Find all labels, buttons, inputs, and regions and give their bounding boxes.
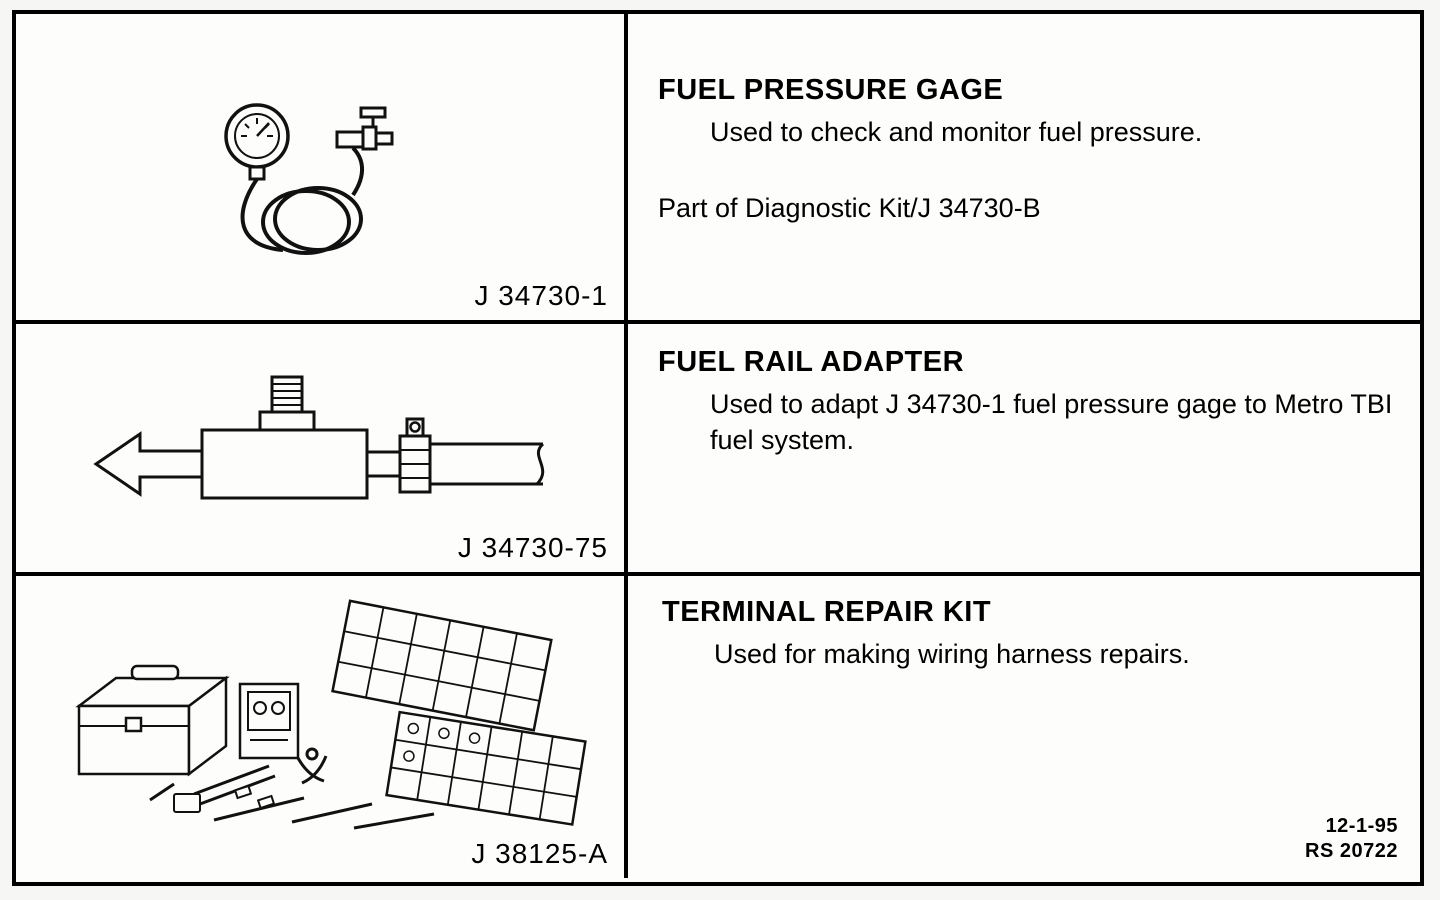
illustration-cell-terminal-repair-kit: J 38125-A — [16, 576, 628, 878]
tool-description: Used to check and monitor fuel pressure. — [710, 117, 1203, 147]
tool-description: Used to adapt J 34730-1 fuel pressure ga… — [710, 389, 1393, 455]
tool-id-label: J 34730-1 — [474, 280, 608, 311]
doc-date: 12-1-95 — [1325, 815, 1398, 837]
tool-note: Part of Diagnostic Kit/J 34730-B — [658, 192, 1041, 223]
tool-title: FUEL RAIL ADAPTER — [658, 346, 965, 378]
tool-id-label: J 34730-75 — [457, 532, 608, 563]
description-cell-terminal-repair-kit: TERMINAL REPAIR KIT Used for making wiri… — [628, 576, 1420, 878]
row-fuel-pressure-gage: J 34730-1 FUEL PRESSURE GAGE Used to che… — [16, 14, 1420, 324]
fuel-rail-adapter-illustration — [93, 375, 545, 500]
doc-ref-number: RS 20722 — [1305, 840, 1398, 862]
tool-description: Used for making wiring harness repairs. — [714, 639, 1190, 669]
description-cell-fuel-pressure-gage: FUEL PRESSURE GAGE Used to check and mon… — [628, 14, 1420, 320]
fuel-pressure-gage-illustration — [224, 103, 394, 255]
illustration-cell-fuel-rail-adapter: J 34730-75 — [16, 324, 628, 572]
doc-reference: 12-1-95 RS 20722 — [1305, 814, 1398, 864]
row-terminal-repair-kit: J 38125-A TERMINAL REPAIR KIT Used for m… — [16, 576, 1420, 878]
tool-title: TERMINAL REPAIR KIT — [662, 596, 992, 628]
tool-table: J 34730-1 FUEL PRESSURE GAGE Used to che… — [12, 10, 1424, 886]
description-cell-fuel-rail-adapter: FUEL RAIL ADAPTER Used to adapt J 34730-… — [628, 324, 1420, 572]
terminal-repair-kit-illustration — [75, 599, 587, 830]
row-fuel-rail-adapter: J 34730-75 FUEL RAIL ADAPTER Used to ada… — [16, 324, 1420, 576]
illustration-cell-fuel-pressure-gage: J 34730-1 — [16, 14, 628, 320]
tool-title: FUEL PRESSURE GAGE — [658, 74, 1004, 106]
tool-id-label: J 38125-A — [471, 838, 608, 869]
